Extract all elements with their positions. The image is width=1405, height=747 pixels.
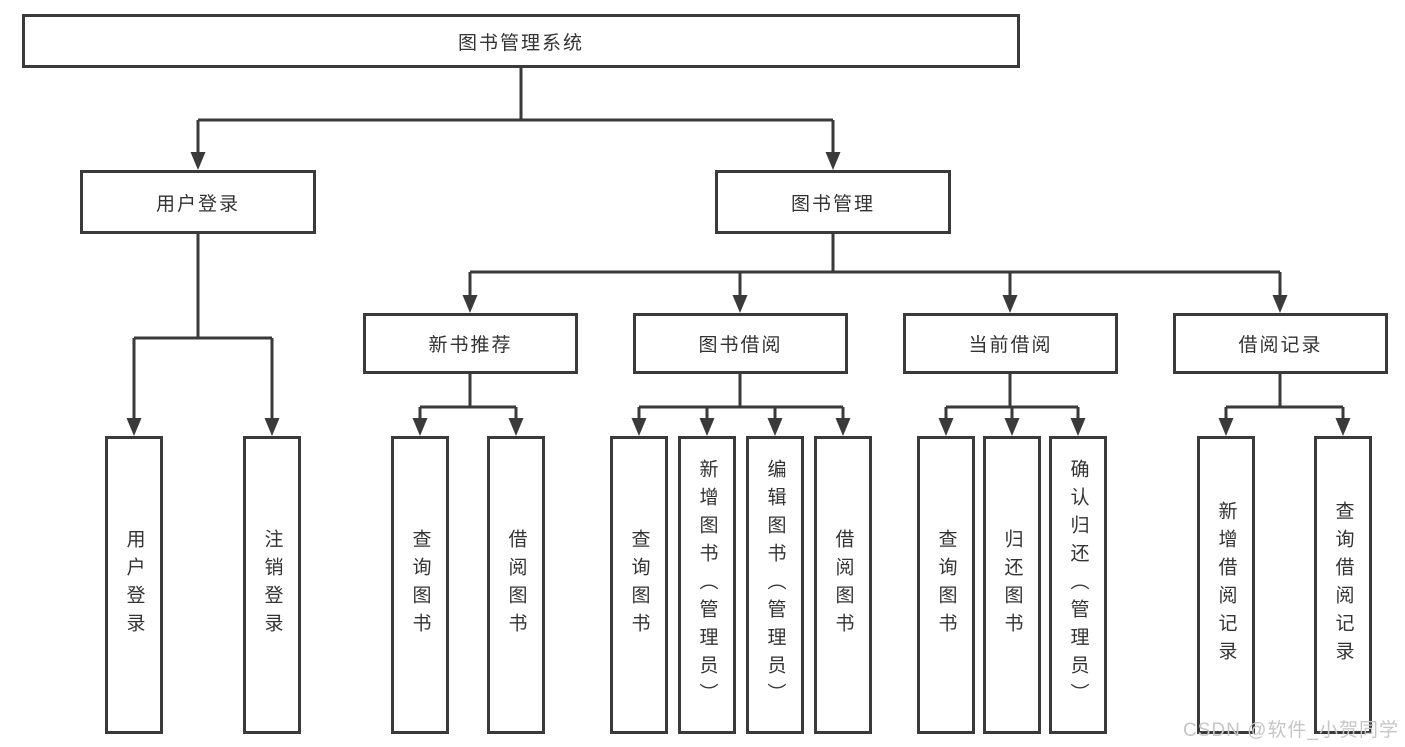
node-new-book-recommend-label: 新书推荐 <box>428 335 513 356</box>
leaf-logout-action: 注销登录 <box>243 436 301 734</box>
leaf-bb-query-book: 查询图书 <box>610 436 668 734</box>
node-new-book-recommend: 新书推荐 <box>363 313 578 374</box>
node-book-management-label: 图书管理 <box>790 193 875 215</box>
node-book-management: 图书管理 <box>715 170 951 234</box>
node-book-borrow: 图书借阅 <box>633 313 848 374</box>
node-user-login-label: 用户登录 <box>155 193 240 215</box>
leaf-cb-return-book: 归还图书 <box>983 436 1041 734</box>
arrowheads <box>126 152 1351 436</box>
csdn-watermark: CSDN @软件_小贺同学 <box>1183 720 1399 741</box>
leaf-bb-add-book-label: 新增图书（管理员） <box>696 459 718 711</box>
leaf-bb-query-book-label: 查询图书 <box>628 529 650 641</box>
leaf-cb-return-book-label: 归还图书 <box>1001 529 1023 641</box>
leaf-user-login-action-label: 用户登录 <box>123 529 145 641</box>
leaf-br-query-record-label: 查询借阅记录 <box>1332 501 1354 669</box>
leaf-nbr-borrow-book: 借阅图书 <box>487 436 545 734</box>
leaf-nbr-query-book: 查询图书 <box>391 436 449 734</box>
node-root-label: 图书管理系统 <box>457 32 584 54</box>
node-current-borrow-label: 当前借阅 <box>968 335 1053 356</box>
node-current-borrow: 当前借阅 <box>903 313 1118 374</box>
leaf-cb-query-book-label: 查询图书 <box>935 529 957 641</box>
leaf-user-login-action: 用户登录 <box>105 436 163 734</box>
node-user-login: 用户登录 <box>80 170 316 234</box>
leaf-bb-edit-book-label: 编辑图书（管理员） <box>764 459 786 711</box>
leaf-bb-add-book: 新增图书（管理员） <box>678 436 736 734</box>
leaf-cb-query-book: 查询图书 <box>917 436 975 734</box>
leaf-bb-borrow-book-label: 借阅图书 <box>832 529 854 641</box>
leaf-cb-confirm-return-label: 确认归还（管理员） <box>1067 459 1089 711</box>
leaf-logout-action-label: 注销登录 <box>261 529 283 641</box>
leaf-bb-borrow-book: 借阅图书 <box>814 436 872 734</box>
leaf-nbr-borrow-book-label: 借阅图书 <box>505 529 527 641</box>
node-book-borrow-label: 图书借阅 <box>698 335 783 356</box>
leaf-nbr-query-book-label: 查询图书 <box>409 529 431 641</box>
leaf-br-query-record: 查询借阅记录 <box>1314 436 1372 734</box>
leaf-br-add-record-label: 新增借阅记录 <box>1215 501 1237 669</box>
node-borrow-record: 借阅记录 <box>1173 313 1388 374</box>
node-borrow-record-label: 借阅记录 <box>1238 335 1323 356</box>
leaf-cb-confirm-return: 确认归还（管理员） <box>1049 436 1107 734</box>
leaf-br-add-record: 新增借阅记录 <box>1197 436 1255 734</box>
leaf-bb-edit-book: 编辑图书（管理员） <box>746 436 804 734</box>
node-root: 图书管理系统 <box>22 14 1020 68</box>
